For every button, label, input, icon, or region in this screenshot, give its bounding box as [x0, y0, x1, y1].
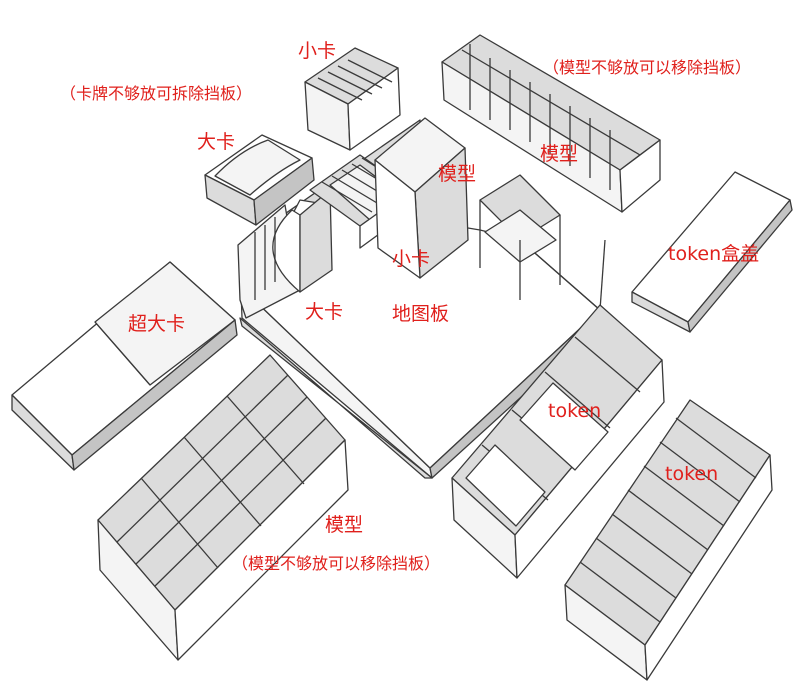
label-small-card-top: 小卡 — [298, 40, 337, 62]
label-token-right: token — [665, 463, 719, 485]
extra-large-card-tray — [11, 261, 238, 471]
small-card-box — [304, 47, 401, 151]
label-big-card-top: 大卡 — [197, 131, 236, 153]
label-model-center: 模型 — [438, 163, 477, 185]
label-small-card-center: 小卡 — [392, 248, 431, 270]
label-model-note-bottom: （模型不够放可以移除挡板） — [232, 554, 441, 573]
label-model-top-right: 模型 — [540, 143, 579, 165]
big-card-slot — [237, 189, 333, 319]
label-map-board: 地图板 — [392, 303, 450, 325]
model-grid-box — [97, 354, 349, 661]
label-token-middle: token — [548, 400, 602, 422]
label-extra-large-card: 超大卡 — [128, 313, 186, 335]
token-box-lid — [631, 171, 793, 333]
label-small-card-note: （卡牌不够放可拆除挡板） — [60, 84, 253, 103]
token-box-middle — [451, 304, 665, 579]
model-compartments-center — [374, 117, 561, 300]
label-token-lid: token盒盖 — [668, 243, 760, 265]
token-box-right — [564, 399, 773, 681]
label-model-bottom: 模型 — [325, 514, 364, 536]
label-model-note-top: （模型不够放可以移除挡板） — [543, 58, 752, 77]
big-card-box — [204, 134, 315, 226]
label-big-card-center: 大卡 — [305, 301, 344, 323]
long-model-box — [441, 34, 661, 213]
